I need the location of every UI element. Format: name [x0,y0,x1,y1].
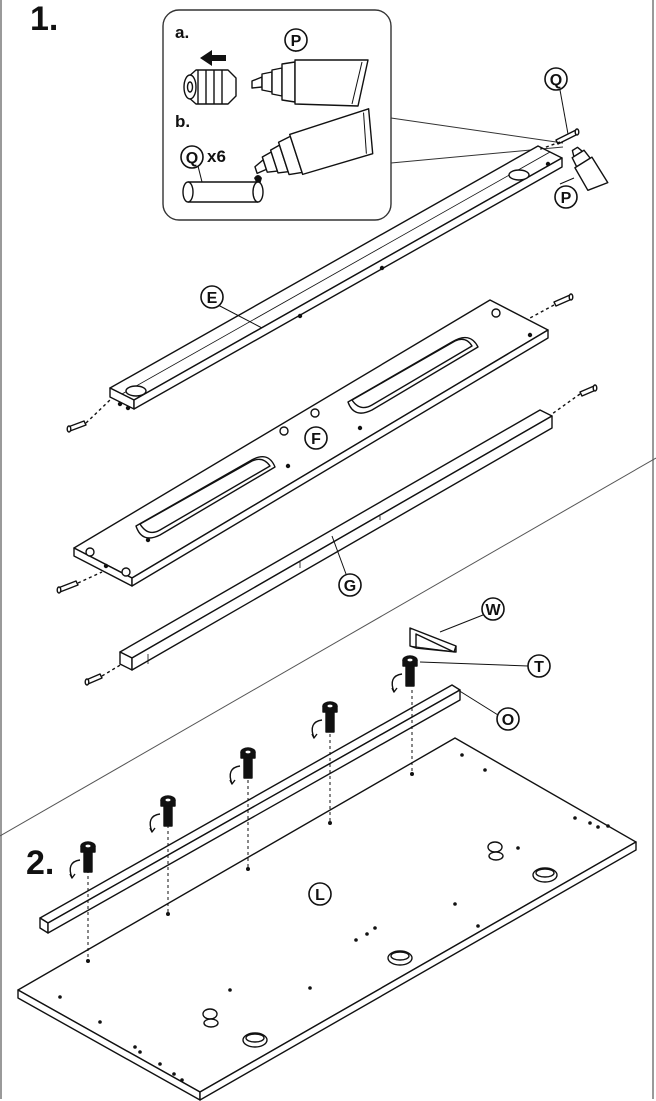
glue-tube-p-small [571,146,609,192]
part-g-rail [119,409,553,671]
svg-text:G: G [344,578,356,595]
screw-guide-lines [87,690,413,961]
callouts: P Q Q P E F G [180,28,578,906]
glue-cap [183,69,237,105]
screw-t-1 [69,841,96,879]
screw-t-3 [229,747,256,785]
callout-g: G [338,573,362,597]
callout-f: F [304,426,328,450]
inset-label-b: b. [175,112,190,131]
callout-e: E [200,285,224,309]
svg-text:W: W [485,602,501,619]
svg-text:F: F [311,431,321,448]
dowel-e-left [66,420,87,433]
dowel-q-inset [182,181,264,203]
part-l-panel [17,737,637,1101]
dowel-quantity: x6 [207,147,226,166]
section-divider [0,457,656,837]
svg-text:P: P [561,190,572,207]
dowel-g-right [579,384,598,397]
allen-key-w [409,627,457,653]
callout-q-inset: Q [180,145,204,169]
dowel-f-left [56,580,79,594]
dowel-g-left [84,673,103,686]
screw-row [69,655,418,879]
left-arrow-icon [200,50,226,66]
svg-text:E: E [207,290,218,307]
svg-text:Q: Q [186,150,198,167]
screw-t-5 [391,655,418,693]
svg-text:P: P [291,33,302,50]
part-e-rail [109,145,563,411]
callout-o: O [496,707,520,731]
svg-text:Q: Q [550,72,562,89]
callout-p-inset: P [284,28,308,52]
glue-tube-a [251,59,369,107]
glue-tube-b [254,108,374,176]
callout-l: L [308,882,332,906]
glue-detail-inset: a. b. [162,9,564,221]
inset-label-a: a. [175,23,189,42]
screw-t-4 [311,701,338,739]
svg-text:T: T [534,659,544,676]
callout-p: P [554,185,578,209]
callout-w: W [481,597,505,621]
step-number-2: 2. [26,844,55,882]
svg-text:L: L [315,887,325,904]
step-number-1: 1. [30,0,59,38]
callout-q: Q [544,67,568,91]
screw-t-2 [149,795,176,833]
dowel-f-right [553,293,574,307]
svg-text:O: O [502,712,514,729]
callout-t: T [527,654,551,678]
part-o-rail [39,684,461,934]
